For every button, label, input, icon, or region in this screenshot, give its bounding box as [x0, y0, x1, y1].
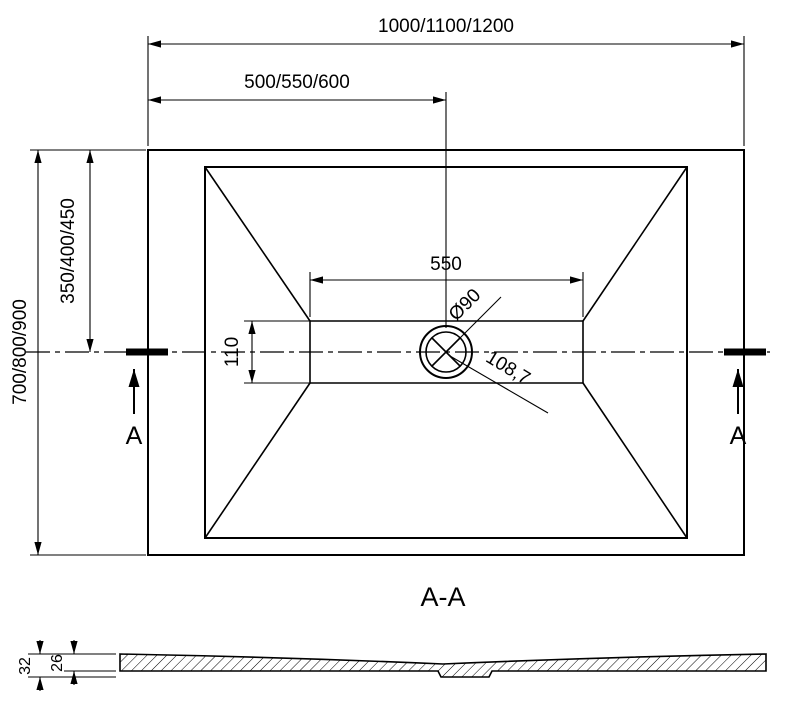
leader-line [458, 296, 502, 340]
section-profile [119, 653, 767, 678]
dimension-center-depth: 350/400/450 [58, 150, 94, 352]
dimension-flat-width: 550 [309, 254, 584, 317]
section-view: A-A 32 26 [17, 582, 767, 691]
dimension-section-edge-thickness: 26 [49, 640, 116, 685]
dimension-section-total-thickness: 32 [17, 640, 116, 691]
leader-line [449, 355, 549, 414]
dim-center-width-label: 500/550/600 [244, 72, 350, 93]
dim-section-total-thickness-label: 32 [17, 657, 34, 675]
section-marker-right-label: A [730, 422, 747, 450]
dimension-flat-depth: 110 [222, 320, 310, 384]
section-marker-left-label: A [126, 422, 143, 450]
dim-flat-width-label: 550 [430, 254, 462, 275]
dim-flat-depth-label: 110 [222, 337, 243, 367]
dim-total-depth-label: 700/800/900 [10, 299, 31, 405]
tray-slopes [204, 166, 688, 539]
slope-edge-top-right [582, 166, 688, 322]
dimension-total-width: 1000/1100/1200 [147, 16, 745, 146]
slope-edge-top-left [204, 166, 311, 322]
dimension-drain-diameter: Ø90 [445, 285, 502, 340]
section-cut-a: A A [26, 348, 770, 450]
section-title: A-A [420, 582, 465, 612]
slope-edge-bottom-left [204, 382, 311, 539]
slope-edge-bottom-right [582, 382, 688, 539]
dim-total-width-label: 1000/1100/1200 [378, 16, 514, 37]
dimension-total-depth: 700/800/900 [10, 149, 146, 556]
dim-center-depth-label: 350/400/450 [58, 198, 79, 304]
dim-section-edge-thickness-label: 26 [49, 654, 66, 672]
top-view: 1000/1100/1200 500/550/600 [10, 16, 770, 556]
dimension-center-width: 500/550/600 [148, 72, 447, 328]
